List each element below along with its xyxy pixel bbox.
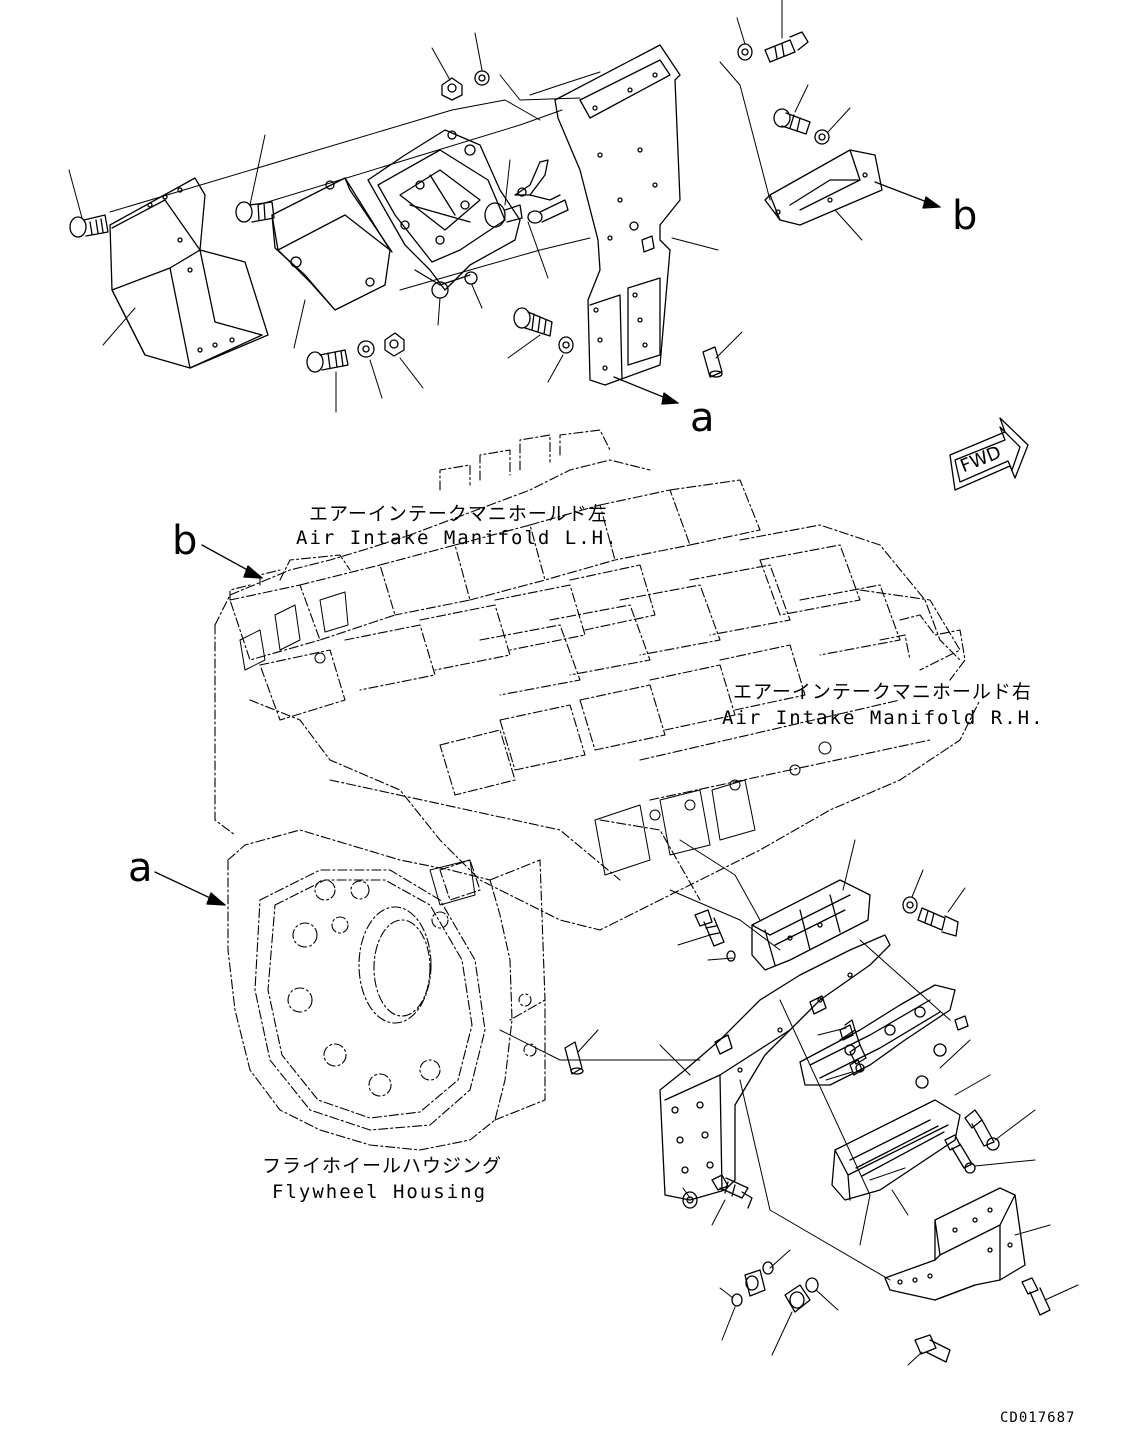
ref-arrow-b-lower	[201, 544, 263, 579]
flywheel-housing-phantom	[227, 829, 546, 1151]
fwd-arrow-symbol	[949, 417, 1029, 491]
fittings-lower	[731, 1024, 863, 1313]
drawing-code: CD017687	[1000, 1410, 1076, 1426]
cover-lower-right	[884, 1187, 1026, 1301]
ref-arrow-a-lower	[154, 871, 226, 906]
engine-block-details	[239, 591, 832, 906]
dowel-pin-lower	[564, 1041, 584, 1075]
manifold-left-label-jp: エアーインテークマニホールド左	[309, 503, 608, 525]
engine-block-phantom	[214, 429, 981, 931]
controller-box-lower	[831, 1099, 961, 1201]
bolt-washer-lower-plate-2	[682, 1174, 951, 1363]
bolts-lower-right	[915, 1015, 1051, 1316]
bolt-upper-right	[737, 31, 809, 63]
leader-lines-lower	[499, 839, 1079, 1366]
reference-b-lower: b	[172, 518, 198, 564]
hose-fittings	[514, 159, 569, 224]
controller-box	[271, 177, 393, 311]
flywheel-housing-label-en: Flywheel Housing	[272, 1181, 488, 1203]
small-bracket-lower	[751, 879, 871, 971]
reference-a-lower: a	[128, 845, 153, 891]
flywheel-housing-label-jp: フライホイールハウジング	[262, 1155, 503, 1177]
bolt-small-bracket	[773, 108, 830, 145]
bolt-lower-top	[694, 909, 736, 962]
ref-arrow-a-upper	[613, 376, 679, 405]
cover-upper-left	[109, 177, 269, 369]
small-bracket-upper	[764, 149, 883, 226]
leader-lines-upper	[68, 0, 863, 413]
bolt-upper-left	[69, 214, 109, 238]
bolt-lower-right-top	[902, 896, 959, 937]
manifold-right-label-jp: エアーインテークマニホールド右	[733, 681, 1032, 703]
washers-and-nuts-upper	[306, 70, 490, 373]
bolt-controller	[235, 201, 275, 223]
reference-a-upper: a	[690, 395, 715, 441]
mounting-bracket-casting-lower	[799, 984, 956, 1086]
reference-b-upper: b	[952, 193, 978, 239]
manifold-right-label-en: Air Intake Manifold R.H.	[722, 707, 1045, 729]
bolt-washer-lower-plate	[513, 307, 574, 354]
mounting-bracket-casting	[367, 129, 523, 299]
ref-arrow-b-upper	[874, 181, 941, 209]
manifold-left-label-en: Air Intake Manifold L.H.	[296, 527, 619, 549]
bracket-plate-upper	[554, 44, 681, 386]
dowel-pin-upper	[702, 346, 723, 378]
